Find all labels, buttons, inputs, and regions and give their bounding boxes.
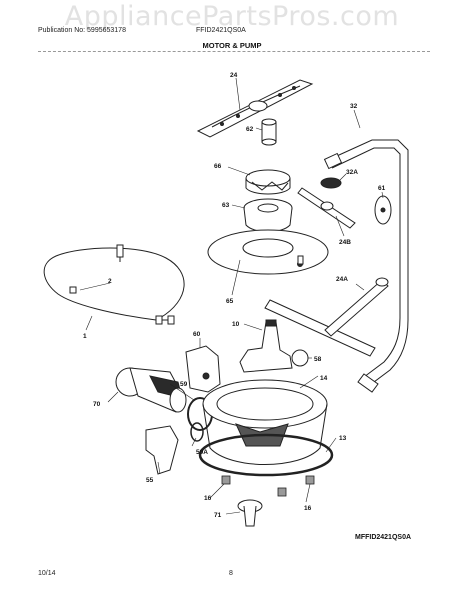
callout-24a: 24A bbox=[336, 276, 348, 283]
callout-55: 55 bbox=[146, 477, 154, 484]
supply-tube-part[interactable] bbox=[323, 139, 409, 393]
callout-16-right: 16 bbox=[304, 505, 312, 512]
filter-disc-part[interactable] bbox=[207, 229, 329, 275]
callout-58: 58 bbox=[314, 356, 322, 363]
section-title: MOTOR & PUMP bbox=[202, 41, 262, 50]
pump-manifold-part[interactable] bbox=[239, 319, 293, 373]
callout-71: 71 bbox=[214, 512, 222, 519]
check-valve-part[interactable] bbox=[237, 499, 263, 527]
clip-part[interactable] bbox=[69, 244, 124, 294]
callout-61: 61 bbox=[378, 185, 386, 192]
callout-59a: 59A bbox=[196, 449, 208, 456]
callout-32a: 32A bbox=[346, 169, 358, 176]
callout-24b: 24B bbox=[339, 239, 351, 246]
callout-2: 2 bbox=[108, 278, 112, 285]
spray-arm-hub-part[interactable] bbox=[261, 118, 277, 146]
gasket-59a-part[interactable] bbox=[190, 422, 204, 442]
callout-10: 10 bbox=[232, 321, 240, 328]
callout-13: 13 bbox=[339, 435, 347, 442]
lower-spray-arm-part[interactable] bbox=[264, 277, 389, 357]
callout-32: 32 bbox=[350, 103, 358, 110]
small-spray-arm-part[interactable] bbox=[297, 187, 356, 229]
diagram-code: MFFID2421QS0A bbox=[355, 534, 412, 541]
callout-1: 1 bbox=[83, 333, 87, 340]
disc-61-part[interactable] bbox=[374, 195, 392, 225]
heater-element-part[interactable] bbox=[43, 247, 185, 325]
callout-62: 62 bbox=[246, 126, 254, 133]
footer-date: 10/14 bbox=[38, 570, 56, 577]
callout-leaders bbox=[79, 77, 384, 515]
callout-24: 24 bbox=[230, 72, 238, 79]
ball-58-part[interactable] bbox=[291, 349, 309, 367]
drain-pump-part[interactable] bbox=[115, 367, 187, 413]
callout-14: 14 bbox=[320, 375, 328, 382]
sump-gasket-part[interactable] bbox=[198, 433, 334, 477]
header-divider bbox=[38, 51, 430, 52]
pump-motor-bracket-part[interactable] bbox=[185, 345, 221, 393]
impeller-part[interactable] bbox=[245, 169, 291, 195]
page-number: 8 bbox=[229, 570, 233, 577]
mounting-bracket-part[interactable] bbox=[145, 425, 179, 475]
sump-part[interactable] bbox=[202, 379, 328, 465]
model-number: FFID2421QS0A bbox=[196, 27, 246, 34]
callout-59: 59 bbox=[180, 381, 188, 388]
watermark: AppliancePartsPros.com bbox=[64, 1, 400, 32]
callout-65: 65 bbox=[226, 298, 234, 305]
screw-part[interactable] bbox=[221, 475, 315, 497]
seal-32a-part[interactable] bbox=[320, 177, 342, 189]
callout-16-left: 16 bbox=[204, 495, 212, 502]
publication-number: Publication No: 5995653178 bbox=[38, 27, 126, 34]
pump-housing-part[interactable] bbox=[243, 198, 293, 233]
callout-63: 63 bbox=[222, 202, 230, 209]
upper-spray-arm-part[interactable] bbox=[196, 79, 314, 138]
callout-70: 70 bbox=[93, 401, 101, 408]
callout-60: 60 bbox=[193, 331, 201, 338]
callout-66: 66 bbox=[214, 163, 222, 170]
